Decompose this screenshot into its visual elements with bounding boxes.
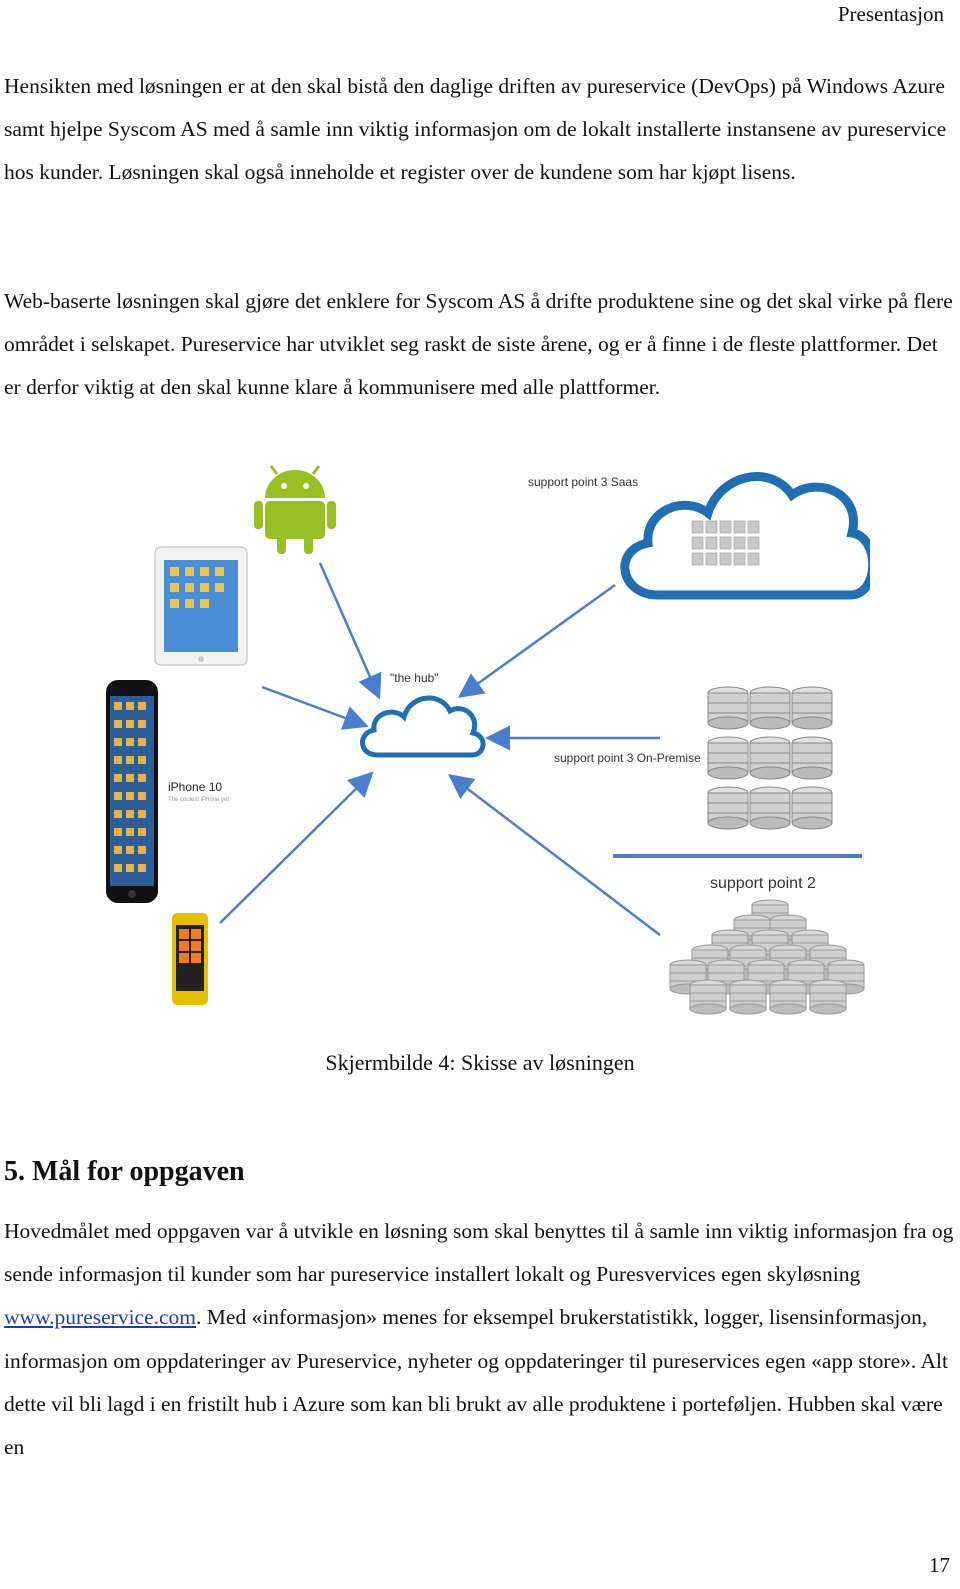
connection-arrows xyxy=(219,562,661,936)
hub-cloud-icon xyxy=(360,695,486,758)
goal-text-end: . Med «informasjon» menes for eksempel b… xyxy=(4,1305,948,1460)
intro-paragraph: Hensikten med løsningen er at den skal b… xyxy=(4,74,947,185)
section-heading: 5. Mål for oppgaven xyxy=(4,1156,245,1187)
support-point-2-servers-icon xyxy=(669,899,865,1015)
running-header: Presentasjon xyxy=(837,2,944,26)
ipad-icon xyxy=(154,546,248,666)
pureservice-link[interactable]: www.pureservice.com xyxy=(4,1305,197,1330)
saas-cloud-icon xyxy=(620,472,870,600)
goal-paragraph: Hovedmålet med oppgaven var å utvikle en… xyxy=(4,1210,954,1469)
solution-diagram: iPhone 10 The coolest iPhone yet support… xyxy=(106,465,870,1015)
support-point-2-label: support point 2 xyxy=(710,875,816,892)
iphone-sublabel: The coolest iPhone yet xyxy=(168,797,229,803)
on-premise-label: support point 3 On-Premise xyxy=(554,751,701,765)
platform-paragraph: Web-baserte løsningen skal gjøre det enk… xyxy=(4,289,953,400)
android-icon xyxy=(254,465,336,554)
on-premise-servers-icon xyxy=(707,686,833,830)
iphone-label: iPhone 10 xyxy=(168,780,222,794)
saas-label: support point 3 Saas xyxy=(528,475,638,489)
iphone-icon xyxy=(106,680,158,903)
windows-phone-icon xyxy=(172,913,208,1005)
figure-caption: Skjermbilde 4: Skisse av løsningen xyxy=(325,1050,635,1075)
page-number: 17 xyxy=(929,1553,950,1577)
goal-text-start: Hovedmålet med oppgaven var å utvikle en… xyxy=(4,1219,954,1287)
hub-label: "the hub" xyxy=(390,671,439,685)
